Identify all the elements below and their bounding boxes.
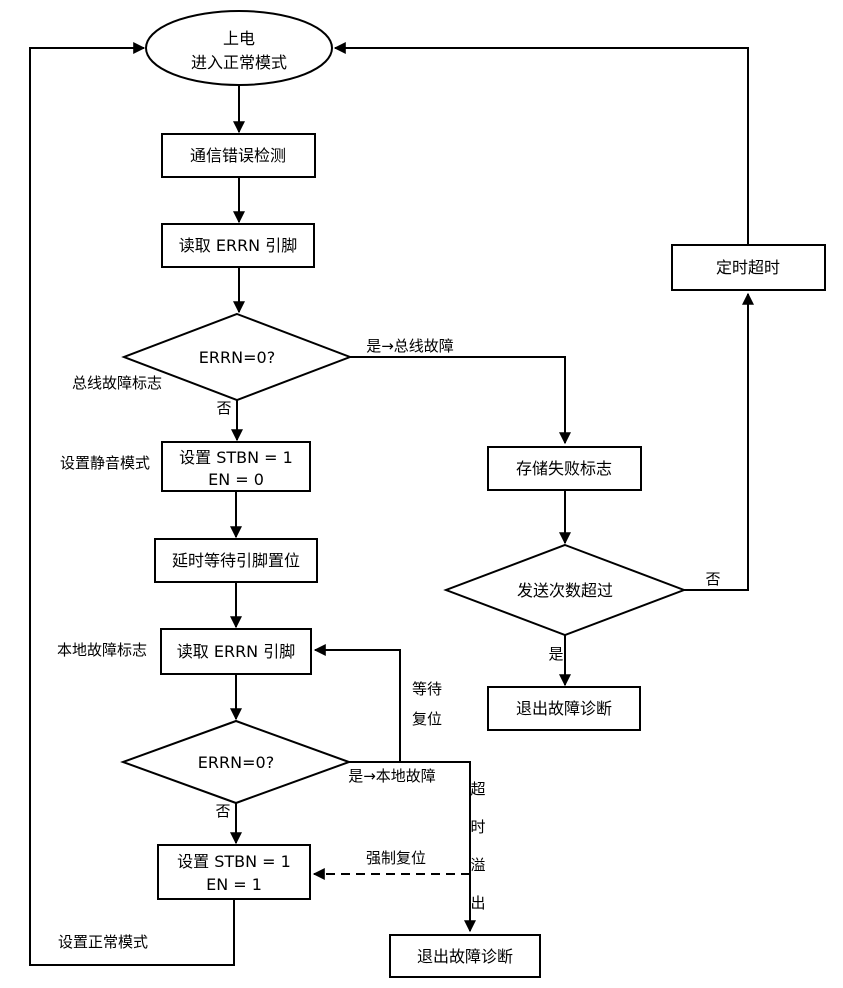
send-count-decision-label: 发送次数超过 [517, 581, 613, 600]
set-normal-label-line1: 设置 STBN = 1 [177, 852, 291, 871]
edge-timer-to-start [333, 42, 749, 245]
edge-label-wait-line2: 复位 [412, 710, 442, 728]
edge-decision2-yes-to-exit-bottom [349, 761, 476, 933]
start-node-label-line1: 上电 [223, 29, 255, 48]
set-silent-label-line1: 设置 STBN = 1 [179, 448, 293, 467]
edge-label-no-2: 否 [215, 802, 230, 820]
start-node-label-line2: 进入正常模式 [191, 53, 287, 72]
side-label-local-fault-flag: 本地故障标志 [57, 641, 147, 659]
exit-diagnosis-right-box [487, 686, 641, 731]
comm-error-detect-label: 通信错误检测 [190, 146, 286, 165]
exit-diagnosis-bottom-label: 退出故障诊断 [417, 947, 513, 966]
edge-wait-reset-loop-to-read2 [313, 644, 401, 762]
edge-label-force-reset: 强制复位 [366, 849, 426, 867]
exit-diagnosis-right-label: 退出故障诊断 [516, 699, 612, 718]
delay-wait-pin-label: 延时等待引脚置位 [172, 551, 300, 570]
edge-label-yes-bus-fault: 是→总线故障 [366, 337, 454, 355]
set-normal-box [157, 844, 311, 900]
store-failure-flag-label: 存储失败标志 [516, 459, 612, 478]
edge-label-timeout-char2: 时 [470, 818, 485, 836]
edge-decision1-yes-to-store-failure [350, 356, 571, 445]
set-silent-label-line2: EN = 0 [208, 470, 264, 489]
timer-timeout-label: 定时超时 [716, 258, 780, 277]
edge-label-wait-line1: 等待 [412, 680, 442, 698]
read-errn-pin-1-box [161, 223, 315, 268]
send-count-decision-diamond [443, 543, 687, 637]
timer-timeout-box [671, 244, 826, 291]
start-node [145, 10, 333, 86]
delay-wait-pin-box [154, 538, 318, 583]
side-label-set-silent-mode: 设置静音模式 [60, 454, 150, 472]
side-label-set-normal-mode: 设置正常模式 [58, 933, 148, 951]
edge-label-yes-send: 是 [548, 645, 563, 663]
exit-diagnosis-bottom-box [389, 934, 541, 978]
errn-decision-2-diamond [120, 719, 352, 805]
errn-decision-1-diamond [121, 312, 353, 402]
edge-label-no-send: 否 [705, 570, 720, 588]
errn-decision-1-label: ERRN=0? [199, 348, 275, 367]
set-silent-box [161, 441, 311, 492]
read-errn-pin-2-label: 读取 ERRN 引脚 [177, 642, 296, 661]
edge-label-no-1: 否 [216, 399, 231, 417]
edge-set-normal-loop-to-start [29, 42, 235, 966]
errn-decision-2-label: ERRN=0? [198, 753, 274, 772]
edge-label-timeout-char4: 出 [470, 894, 485, 912]
comm-error-detect-box [161, 133, 316, 178]
side-label-bus-fault-flag: 总线故障标志 [72, 374, 162, 392]
read-errn-pin-2-box [160, 628, 312, 675]
read-errn-pin-1-label: 读取 ERRN 引脚 [179, 236, 298, 255]
edge-label-yes-local-fault: 是→本地故障 [348, 767, 436, 785]
edge-label-timeout-char3: 溢 [470, 856, 485, 874]
edge-label-timeout-char1: 超 [470, 780, 485, 798]
edge-send-decision-no-to-timer [684, 292, 754, 591]
set-normal-label-line2: EN = 1 [206, 875, 262, 894]
store-failure-flag-box [487, 446, 642, 491]
